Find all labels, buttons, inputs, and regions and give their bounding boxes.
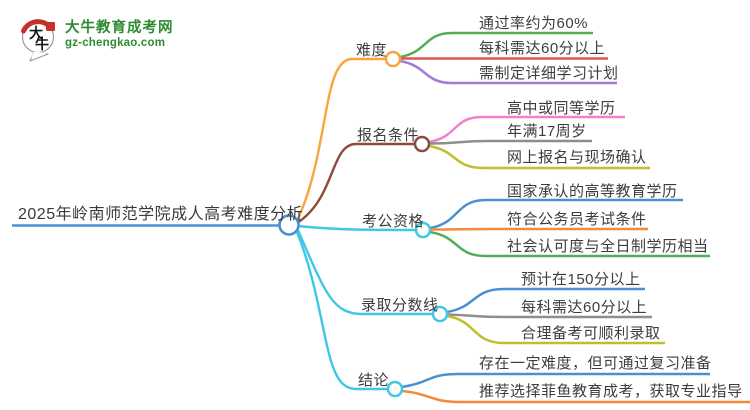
branch-label-score-line: 录取分数线	[361, 297, 439, 314]
logo-mark-icon: 大 牛	[21, 19, 55, 62]
node-circle-score-line[interactable]	[431, 305, 449, 323]
node-circle-difficulty[interactable]	[384, 50, 402, 68]
leaf-line	[446, 314, 665, 345]
node-circle-civil-service[interactable]	[414, 221, 432, 239]
leaf-line	[401, 389, 750, 404]
leaf-line	[428, 139, 592, 145]
leaf-label: 符合公务员考试条件	[507, 211, 647, 228]
branch-label-requirements: 报名条件	[357, 127, 420, 144]
logo-char: 大	[29, 25, 43, 41]
node-circle-requirements[interactable]	[413, 135, 431, 153]
leaf-label: 社会认可度与全日制学历相当	[507, 238, 709, 255]
branch-line-difficulty	[295, 57, 386, 222]
leaf-label: 每科需达60分以上	[521, 299, 648, 316]
leaf-line	[429, 198, 683, 230]
leaf-label: 需制定详细学习计划	[479, 65, 619, 82]
leaf-label: 高中或同等学历	[507, 100, 616, 117]
root-topic-label: 2025年岭南师范学院成人高考难度分析	[18, 206, 304, 223]
leaf-line	[446, 287, 645, 314]
leaf-line	[428, 115, 625, 144]
leaf-label: 年满17周岁	[507, 123, 587, 140]
leaf-line	[446, 313, 652, 319]
leaf-label: 合理备考可顺利录取	[521, 325, 661, 342]
leaf-line	[399, 31, 593, 59]
branch-line-score-line	[295, 227, 433, 316]
branch-line-civil-service	[297, 224, 417, 232]
node-circle-conclusion[interactable]	[386, 380, 404, 398]
branch-line-requirements	[296, 142, 415, 225]
leaf-line	[429, 230, 710, 258]
leaf-line	[429, 227, 648, 231]
branch-label-civil-service: 考公资格	[362, 213, 425, 230]
leaf-label: 存在一定难度，但可通过复习准备	[479, 355, 712, 372]
leaf-label: 推荐选择菲鱼教育成考，获取专业指导	[479, 383, 743, 400]
branch-label-difficulty: 难度	[356, 42, 388, 59]
logo-site-name: 大牛教育成考网	[65, 20, 174, 36]
root-node-circle[interactable]	[278, 214, 300, 236]
leaf-label: 预计在150分以上	[521, 271, 641, 288]
branch-line-conclusion	[294, 228, 388, 391]
leaf-label: 国家承认的高等教育学历	[507, 183, 678, 200]
leaf-line	[401, 372, 710, 389]
leaf-label: 网上报名与现场确认	[507, 149, 647, 166]
site-logo[interactable]: 大 牛 大牛教育成考网 gz-chengkao.com	[18, 13, 174, 63]
leaf-line	[428, 144, 650, 170]
leaf-label: 通过率约为60%	[479, 15, 589, 32]
logo-domain-text: gz-chengkao.com	[65, 37, 166, 49]
leaf-line	[399, 59, 617, 85]
logo-char: 牛	[35, 36, 49, 52]
branch-label-conclusion: 结论	[358, 372, 390, 389]
leaf-label: 每科需达60分以上	[479, 40, 606, 57]
